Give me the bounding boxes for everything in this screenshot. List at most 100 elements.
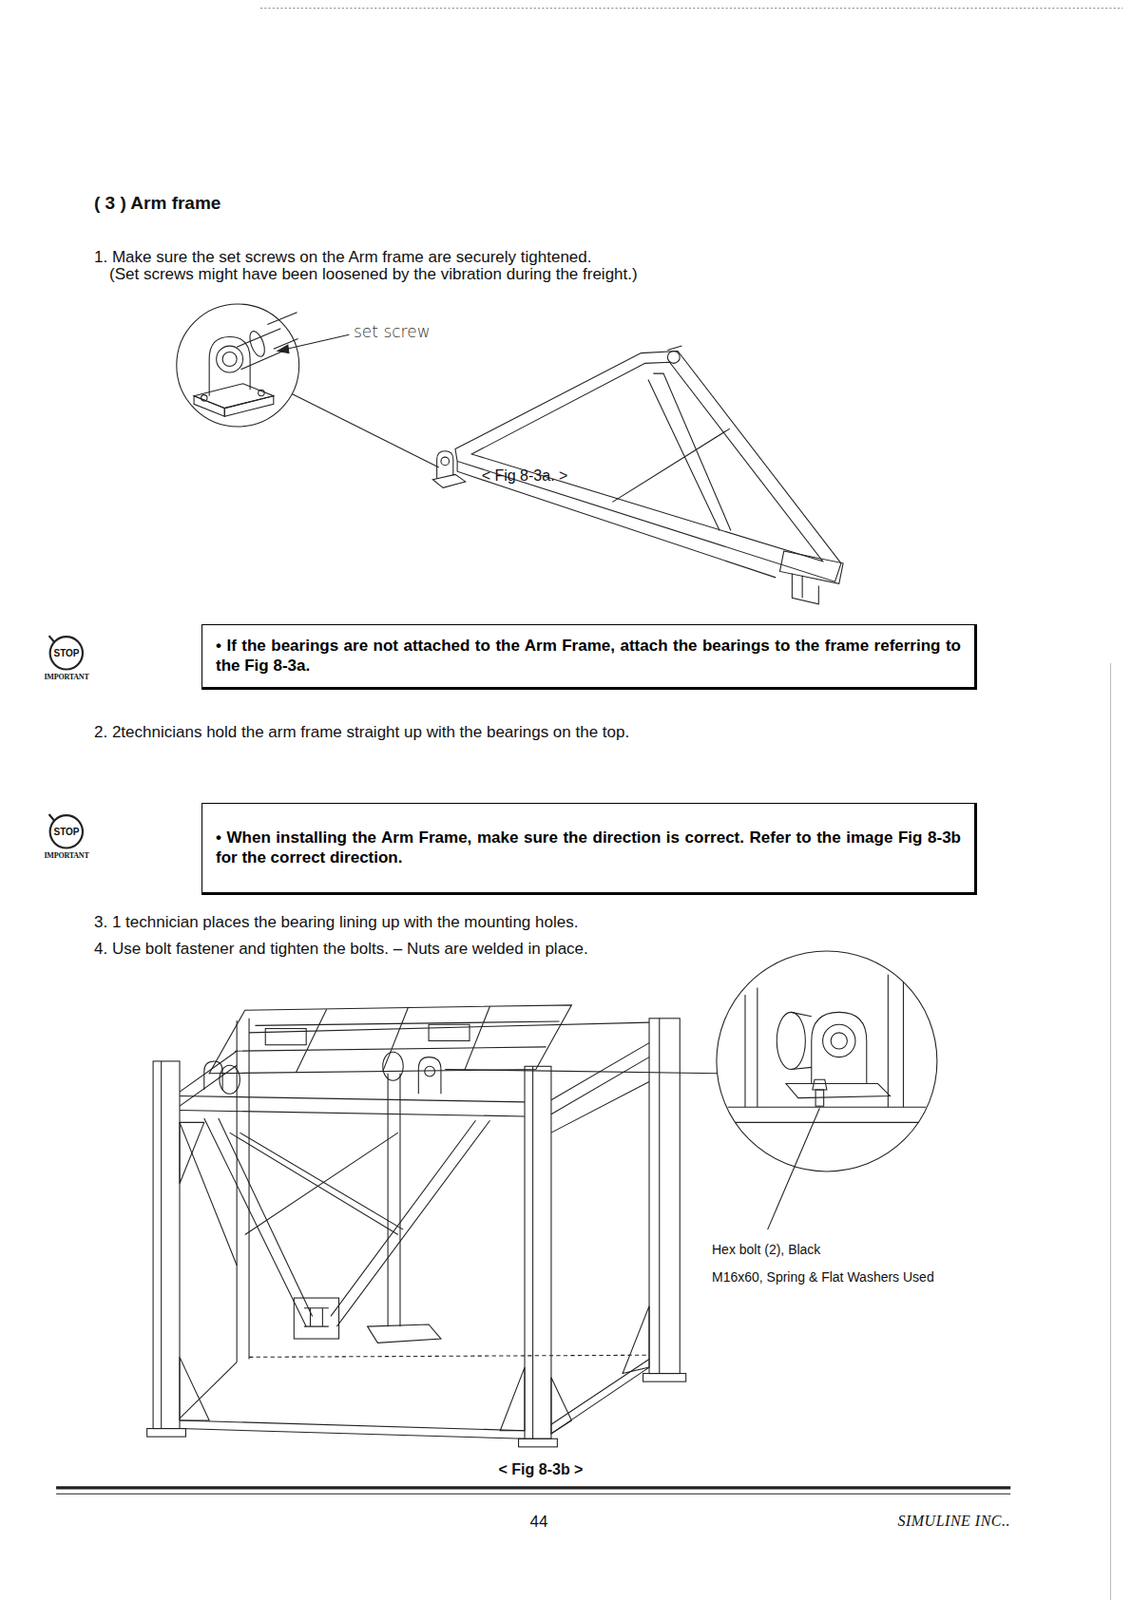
- line-art: [622, 1306, 650, 1375]
- line-art: [153, 1061, 180, 1430]
- line-art: [437, 451, 454, 480]
- line-art: [204, 1118, 491, 1327]
- line-art: [667, 350, 680, 364]
- stop-icons: [49, 635, 83, 848]
- step-note: (Set screws might have been loosened by …: [109, 265, 638, 285]
- part-label: set screw: [353, 322, 431, 342]
- line-art: [786, 1084, 891, 1099]
- line-art: [728, 1107, 926, 1123]
- line-art: [160, 1061, 162, 1430]
- line-art: [247, 329, 269, 360]
- line-art: [441, 457, 450, 466]
- line-art: [518, 1438, 558, 1448]
- note-text: • If the bearings are not attached to th…: [215, 636, 961, 676]
- line-art: [649, 1018, 680, 1375]
- line-art: [234, 1006, 560, 1074]
- line-art: [387, 1074, 401, 1327]
- line-art: [811, 1012, 867, 1084]
- line-art: [823, 1024, 856, 1057]
- line-art: [428, 1024, 470, 1041]
- important-tag: IMPORTANT: [43, 672, 89, 682]
- line-art: [551, 1043, 650, 1115]
- line-art: [767, 1108, 821, 1230]
- line-art: [716, 951, 938, 1172]
- line-art: [424, 1066, 436, 1077]
- assembly-drawing: [147, 951, 938, 1448]
- line-art: [56, 1494, 1011, 1496]
- line-art: [551, 1378, 572, 1435]
- figure-caption: < Fig 8-3b >: [498, 1461, 584, 1479]
- line-art: [418, 1057, 442, 1095]
- line-art: [524, 1066, 552, 1439]
- line-art: [643, 1374, 687, 1383]
- line-art: [56, 1486, 1011, 1490]
- line-art: [249, 1355, 650, 1358]
- stop-icon-text: STOP: [53, 648, 79, 659]
- arm-frame-drawing: [176, 304, 844, 605]
- line-art: [830, 1033, 847, 1050]
- line-art: [287, 334, 350, 349]
- important-note-box: • When installing the Arm Frame, make su…: [201, 803, 978, 896]
- line-art: [179, 1357, 210, 1421]
- important-tag: IMPORTANT: [43, 851, 89, 861]
- line-art: [179, 1051, 237, 1107]
- line-art: [367, 1324, 442, 1344]
- line-art: [1110, 663, 1112, 1600]
- line-art: [444, 1070, 718, 1075]
- line-art: [49, 635, 55, 642]
- line-art: [812, 1079, 827, 1091]
- line-art: [267, 312, 298, 350]
- line-art: [216, 345, 244, 373]
- line-art: [222, 352, 237, 367]
- line-art: [499, 1367, 525, 1432]
- line-art: [201, 395, 208, 402]
- line-art: [260, 7, 1123, 9]
- line-art: [277, 345, 289, 354]
- stop-icon-text: STOP: [53, 826, 79, 838]
- line-art: [179, 1095, 525, 1116]
- line-art: [50, 636, 83, 670]
- line-art: [790, 1012, 811, 1070]
- figure-caption: < Fig 8-3a. >: [481, 467, 569, 485]
- part-spec: M16x60, Spring & Flat Washers Used: [711, 1269, 935, 1286]
- line-art: [209, 1005, 572, 1075]
- line-art: [258, 389, 265, 396]
- line-art: [532, 1066, 534, 1439]
- line-art: [432, 474, 465, 488]
- step-text: 3. 1 technician places the bearing linin…: [94, 913, 578, 933]
- line-art: [293, 1298, 339, 1340]
- line-art: [193, 383, 274, 409]
- line-art: [887, 975, 903, 1109]
- line-art: [265, 1029, 307, 1046]
- line-art: [658, 1018, 660, 1375]
- line-art: [455, 350, 842, 582]
- line-art: [791, 574, 819, 605]
- line-art: [50, 815, 83, 848]
- line-art: [49, 814, 55, 821]
- line-art: [179, 1420, 525, 1439]
- company-name: SIMULINE INC..: [897, 1513, 1011, 1531]
- line-art: [224, 396, 274, 417]
- line-art: [383, 1052, 403, 1081]
- step-text: 4. Use bolt fastener and tighten the bol…: [94, 940, 589, 960]
- line-art: [291, 394, 440, 468]
- line-art: [779, 551, 844, 584]
- line-art: [193, 396, 225, 417]
- step-text: 1. Make sure the set screws on the Arm f…: [94, 248, 592, 268]
- line-art: [304, 1308, 329, 1327]
- line-art: [457, 460, 776, 577]
- line-art: [209, 336, 250, 396]
- page-rules: [56, 8, 1123, 1600]
- section-title: ( 3 ) Arm frame: [94, 192, 221, 214]
- line-art: [176, 304, 300, 427]
- step-text: 2. 2technicians hold the arm frame strai…: [94, 723, 630, 743]
- page-number: 44: [530, 1513, 549, 1533]
- line-art: [236, 1018, 250, 1363]
- line-art: [815, 1090, 825, 1107]
- line-art: [652, 373, 731, 531]
- line-art: [230, 1132, 404, 1235]
- line-art: [776, 1012, 806, 1070]
- line-art: [204, 1061, 223, 1091]
